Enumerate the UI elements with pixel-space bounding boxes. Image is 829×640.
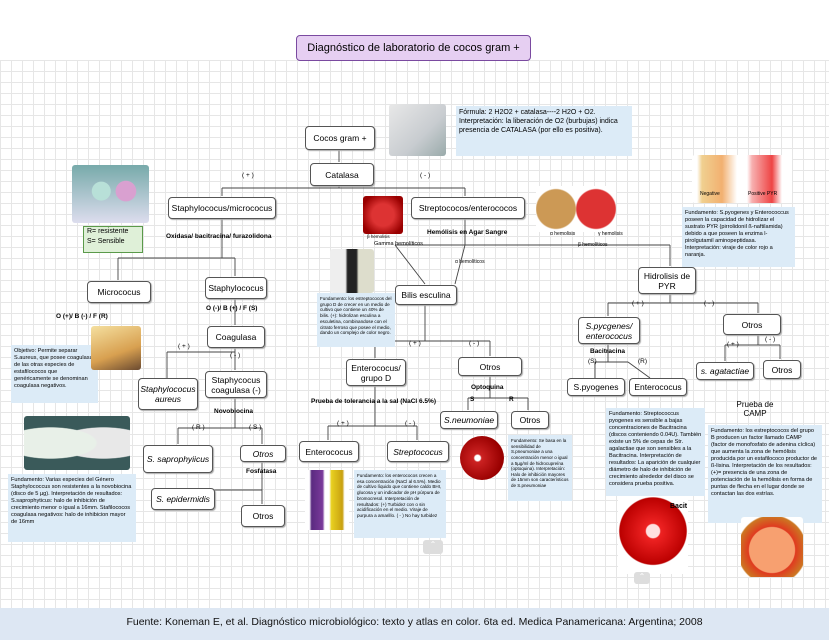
pyr-test-image [692, 155, 792, 203]
note-fundamento-bilis: Fundamento: los estreptococos del grupo … [317, 293, 395, 347]
legend-resistente: R= resistente [87, 228, 129, 235]
note-fundamento-optoquina: Fundamento: Se basa en la sensibilidad d… [508, 435, 572, 501]
bacitracin-plate-image [618, 496, 688, 574]
label-novobiocina-s: ( S ) [249, 424, 262, 431]
node-staph-aureus: Staphylococus aureus [138, 378, 198, 410]
node-enterococus-grupo-d: Enterococus/ grupo D [346, 359, 406, 386]
node-cocos-gram: Cocos gram + [305, 126, 375, 150]
note-formula: Fórmula: 2 H2O2 + catalasa----2 H2O + O2… [459, 109, 596, 116]
label-catalasa-positive: ( + ) [242, 172, 254, 179]
nacl-tubes-image [305, 470, 349, 530]
label-alpha-hemolisis: α hemolisis [550, 231, 576, 237]
label-beta: β hemolíticos [578, 242, 608, 248]
node-strepto-entero: Streptococos/enterococos [411, 197, 525, 219]
alpha-gamma-plates-image [536, 186, 616, 232]
node-s-neumoniae: S.neumoniae [440, 411, 498, 429]
node-s-pyogenes: S.pyogenes [567, 378, 625, 396]
label-coagulasa-negative: ( - ) [230, 352, 241, 359]
label-hemolisis: Hemólisis en Agar Sangre [427, 229, 508, 236]
source-footer: Fuente: Koneman E, et al. Diagnóstico mi… [0, 608, 829, 640]
label-optoquina-s: S [470, 396, 475, 403]
label-novobiocina-r: ( R ) [192, 424, 205, 431]
label-bacitracina: Bacitracina [590, 348, 626, 355]
node-staph-micro: Staphylococus/micrococus [168, 197, 276, 219]
note-objetivo-coagulasa: Objetivo: Permite separar S.aureus, que … [11, 345, 98, 403]
label-beta-hemolisis: β hemolisis [367, 234, 390, 239]
note-fundamento-nacl: Fundamento: los enterococos crecen a esa… [354, 470, 446, 538]
label-camp-positive: ( + ) [727, 341, 739, 348]
node-streptococus: Streptococus [387, 441, 449, 462]
node-coagulasa: Coagulasa [207, 326, 265, 348]
label-negative: Negative [700, 191, 720, 197]
hemolysis-plate-image [363, 196, 403, 234]
note-fundamento-bacitracina: Fundamento: Streptococcus pyogenes es se… [606, 408, 705, 496]
label-nacl: Prueba de tolerancia a la sal (NaCl 6.5%… [311, 398, 436, 405]
note-fundamento-camp: Fundamento: los estreptococos del grupo … [708, 425, 822, 523]
camp-test-image [741, 517, 803, 577]
node-s-agalactiae: s. agatactiae [696, 362, 754, 380]
node-catalasa: Catalasa [310, 163, 374, 186]
label-optoquina: Optoquina [471, 384, 504, 391]
node-otros-camp: Otros [763, 360, 801, 379]
label-bacitracina-s: (S) [588, 358, 597, 365]
page-title: Diagnóstico de laboratorio de cocos gram… [296, 35, 531, 61]
node-otros-fosfatasa: Otros [241, 505, 285, 527]
note-catalasa: Fórmula: 2 H2O2 + catalasa----2 H2O + O2… [456, 106, 632, 156]
label-oxidasa: Oxidasa/ bacitracina/ furazolidona [166, 233, 272, 240]
label-camp-negative: ( - ) [765, 336, 776, 343]
node-hidrolisis-pyr: Hidrolisis de PYR [638, 267, 696, 294]
label-nacl-positive: ( + ) [337, 420, 349, 427]
node-bilis-esculina: Bilis esculina [395, 285, 457, 305]
label-bilis-positive: ( + ) [409, 340, 421, 347]
label-optoquina-r: R [509, 396, 514, 403]
node-otros-optoquina: Otros [511, 411, 549, 429]
node-otros-bilis: Otros [458, 357, 522, 376]
node-otros-novobiocina: Otros [240, 445, 286, 462]
label-prueba-camp: Prueba de CAMP [736, 400, 774, 418]
label-bacitracina-r: (R) [638, 358, 648, 365]
node-micrococus: Micrococus [87, 281, 151, 303]
node-enterococus: Enterococus [299, 441, 359, 462]
label-pyr-positive: ( + ) [632, 300, 644, 307]
label-pyr-negative: ( - ) [704, 300, 715, 307]
label-oxidasa-micrococus: O (+)/ B (-) / F (R) [56, 313, 108, 320]
node-enterococus-bacitracina: Enterococus [629, 378, 687, 396]
label-bilis-negative: ( - ) [469, 340, 480, 347]
label-fosfatasa: Fosfatasa [246, 468, 277, 475]
label-positive-pyr: Positive PYR [748, 191, 778, 197]
legend-resistance: R= resistente S= Sensible [83, 226, 143, 253]
label-gamma-hemolisis: γ hemolisis [598, 231, 623, 237]
node-otros-pyr: Otros [723, 314, 781, 335]
node-staphylococus: Staphylococus [205, 277, 267, 299]
coagulase-slide-image [91, 326, 141, 370]
label-alfa: α hemolíticos [455, 259, 485, 265]
catalasa-slide-image [389, 104, 446, 156]
node-s-epidermidis: S. epidermidis [151, 488, 215, 510]
label-coagulasa-positive: ( + ) [178, 343, 190, 350]
note-fundamento-pyr: Fundamento: S.pyogenes y Enterococcus po… [682, 207, 795, 267]
chevron-up-icon: ⌃ [429, 540, 437, 549]
label-bacitracina-image: Bacit [670, 503, 688, 510]
note-fundamento-novobiocina: Fundamento: Varias especies del Género S… [8, 474, 136, 542]
coagulase-tube-image [72, 165, 149, 223]
node-s-saprophyticus: S. saprophyiicus [143, 445, 213, 473]
label-gamma: Gamma hemolíticos [374, 241, 423, 247]
scroll-up-button[interactable]: ⌃ [423, 540, 443, 554]
label-nacl-negative: ( - ) [405, 420, 416, 427]
node-pyogenes-enterococus: S.pycgenes/ enterococus [578, 317, 640, 344]
node-staph-coag-neg: Staphycocus coagulasa (-) [205, 371, 267, 398]
bile-esculin-tubes-image [330, 249, 374, 293]
chevron-up-icon-small: ⌃ [638, 572, 646, 581]
label-oxidasa-staph: O (-)/ B (+) / F (S) [206, 305, 258, 312]
optochin-plate-image [460, 436, 504, 480]
label-novobiocina: Novobiocina [214, 408, 254, 415]
legend-sensible: S= Sensible [87, 238, 125, 245]
scroll-up-button-small[interactable]: ⌃ [634, 572, 650, 584]
novobiocin-plates-image [24, 416, 130, 470]
note-interpretacion: Interpretación: la liberación de O2 (bur… [459, 117, 618, 134]
label-catalasa-negative: ( - ) [420, 172, 431, 179]
